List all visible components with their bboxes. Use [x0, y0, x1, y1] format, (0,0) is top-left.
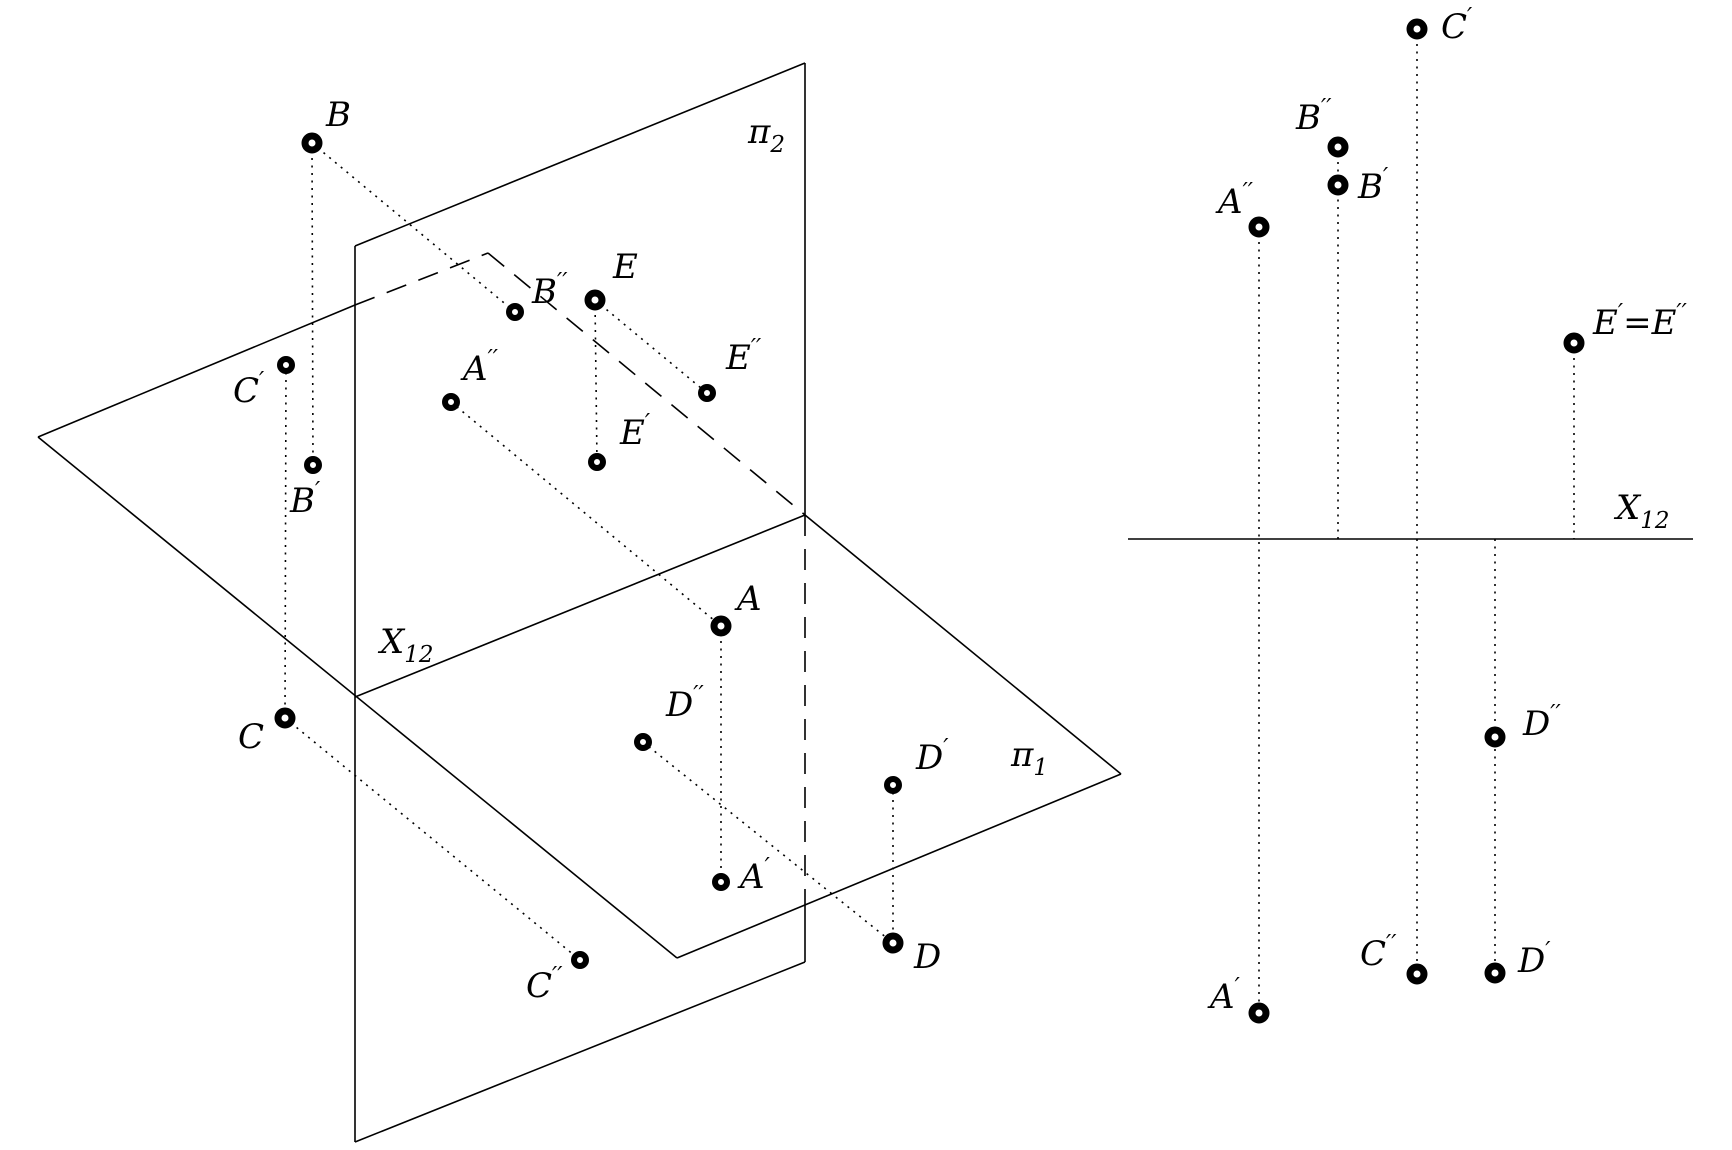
- label-x12-axis-3d: X12: [377, 622, 434, 668]
- epure-point-B-prime: [1327, 174, 1349, 196]
- epure-point-C-dblprime: [1406, 963, 1428, 985]
- plane-pi1-front-left-edge: [37, 436, 678, 959]
- ray-B-to-B-prime: [311, 142, 314, 466]
- epure-view: C′ B′′ B′ A′′ E′=E′′ D′′ C′′ D′ A′ X12: [1128, 4, 1693, 1024]
- ray-C-prime-to-C: [284, 364, 287, 719]
- label-A-prime: A′: [737, 854, 771, 897]
- label-C-dblprime: C′′: [526, 963, 563, 1006]
- label-B-prime: B′: [289, 478, 321, 521]
- epure-label-B-prime: B′: [1357, 164, 1389, 207]
- epure-label-E-prime-eq-dblprime: E′=E′′: [1592, 300, 1688, 343]
- point-D-prime: [884, 776, 902, 794]
- ray-B-to-B-dblprime: [311, 142, 516, 313]
- point-A: [710, 615, 732, 637]
- point-A-prime: [712, 873, 730, 891]
- label-E-prime: E′: [619, 410, 651, 453]
- x12-axis-line-3d: [354, 514, 806, 698]
- label-D-prime: D′: [915, 735, 949, 778]
- label-plane-pi2: π2: [747, 112, 785, 158]
- point-E-dblprime: [698, 384, 716, 402]
- point-B-prime: [304, 456, 322, 474]
- plane-pi2-top-edge: [354, 62, 806, 247]
- epure-point-D-dblprime: [1484, 726, 1506, 748]
- epure-point-A-prime: [1248, 1002, 1270, 1024]
- epure-label-A-dblprime: A′′: [1215, 179, 1254, 222]
- epure-label-D-prime: D′: [1517, 938, 1551, 981]
- plane-pi1-back-left-edge-hidden: [354, 252, 489, 306]
- label-x12-axis-epure: X12: [1613, 488, 1670, 534]
- point-B-dblprime: [506, 303, 524, 321]
- label-A: A: [734, 579, 762, 619]
- epure-point-A-dblprime: [1248, 216, 1270, 238]
- epure-label-D-dblprime: D′′: [1522, 701, 1561, 744]
- point-B: [301, 132, 323, 154]
- ray-E-to-E-prime: [594, 299, 598, 463]
- epure-label-C-prime: C′: [1441, 4, 1473, 47]
- label-D-dblprime: D′′: [665, 682, 704, 725]
- point-C-dblprime: [571, 951, 589, 969]
- ray-A-dblprime-to-A: [450, 401, 722, 627]
- label-E: E: [612, 247, 638, 287]
- epure-label-A-prime: A′: [1207, 974, 1241, 1017]
- point-D-dblprime: [634, 733, 652, 751]
- plane-pi1-back-right-edge-hidden: [487, 252, 806, 516]
- ray-E-to-E-dblprime: [594, 299, 708, 394]
- point-E: [584, 289, 606, 311]
- plane-pi1-front-right-edge: [676, 773, 1122, 959]
- axonometric-view: B B′ B′′ C′ C C′′ A′′ A A′ E E′ E′′ D′′ …: [37, 62, 1122, 1143]
- epure-label-B-dblprime: B′′: [1295, 95, 1332, 138]
- epure-point-D-prime: [1484, 962, 1506, 984]
- epure-point-E-prime-eq-dblprime: [1563, 332, 1585, 354]
- ray-C-to-C-dblprime: [284, 717, 581, 961]
- plane-pi1-back-right-edge: [804, 514, 1122, 775]
- point-C: [274, 707, 296, 729]
- label-C-prime: C′: [233, 368, 265, 411]
- point-C-prime: [277, 356, 295, 374]
- point-D: [882, 932, 904, 954]
- epure-label-C-dblprime: C′′: [1360, 931, 1397, 974]
- label-E-dblprime: E′′: [725, 335, 762, 378]
- label-plane-pi1: π1: [1010, 735, 1048, 781]
- epure-point-B-dblprime: [1327, 136, 1349, 158]
- point-A-dblprime: [442, 393, 460, 411]
- point-E-prime: [588, 453, 606, 471]
- label-B-dblprime: B′′: [531, 269, 568, 312]
- plane-pi1-back-left-edge: [37, 304, 356, 438]
- label-A-dblprime: A′′: [460, 346, 499, 389]
- plane-pi2-bottom-edge: [354, 961, 806, 1143]
- label-D: D: [913, 937, 941, 977]
- ray-D-dblprime-to-D: [642, 741, 894, 944]
- label-B: B: [325, 95, 351, 135]
- label-C: C: [238, 717, 264, 757]
- epure-point-C-prime: [1406, 18, 1428, 40]
